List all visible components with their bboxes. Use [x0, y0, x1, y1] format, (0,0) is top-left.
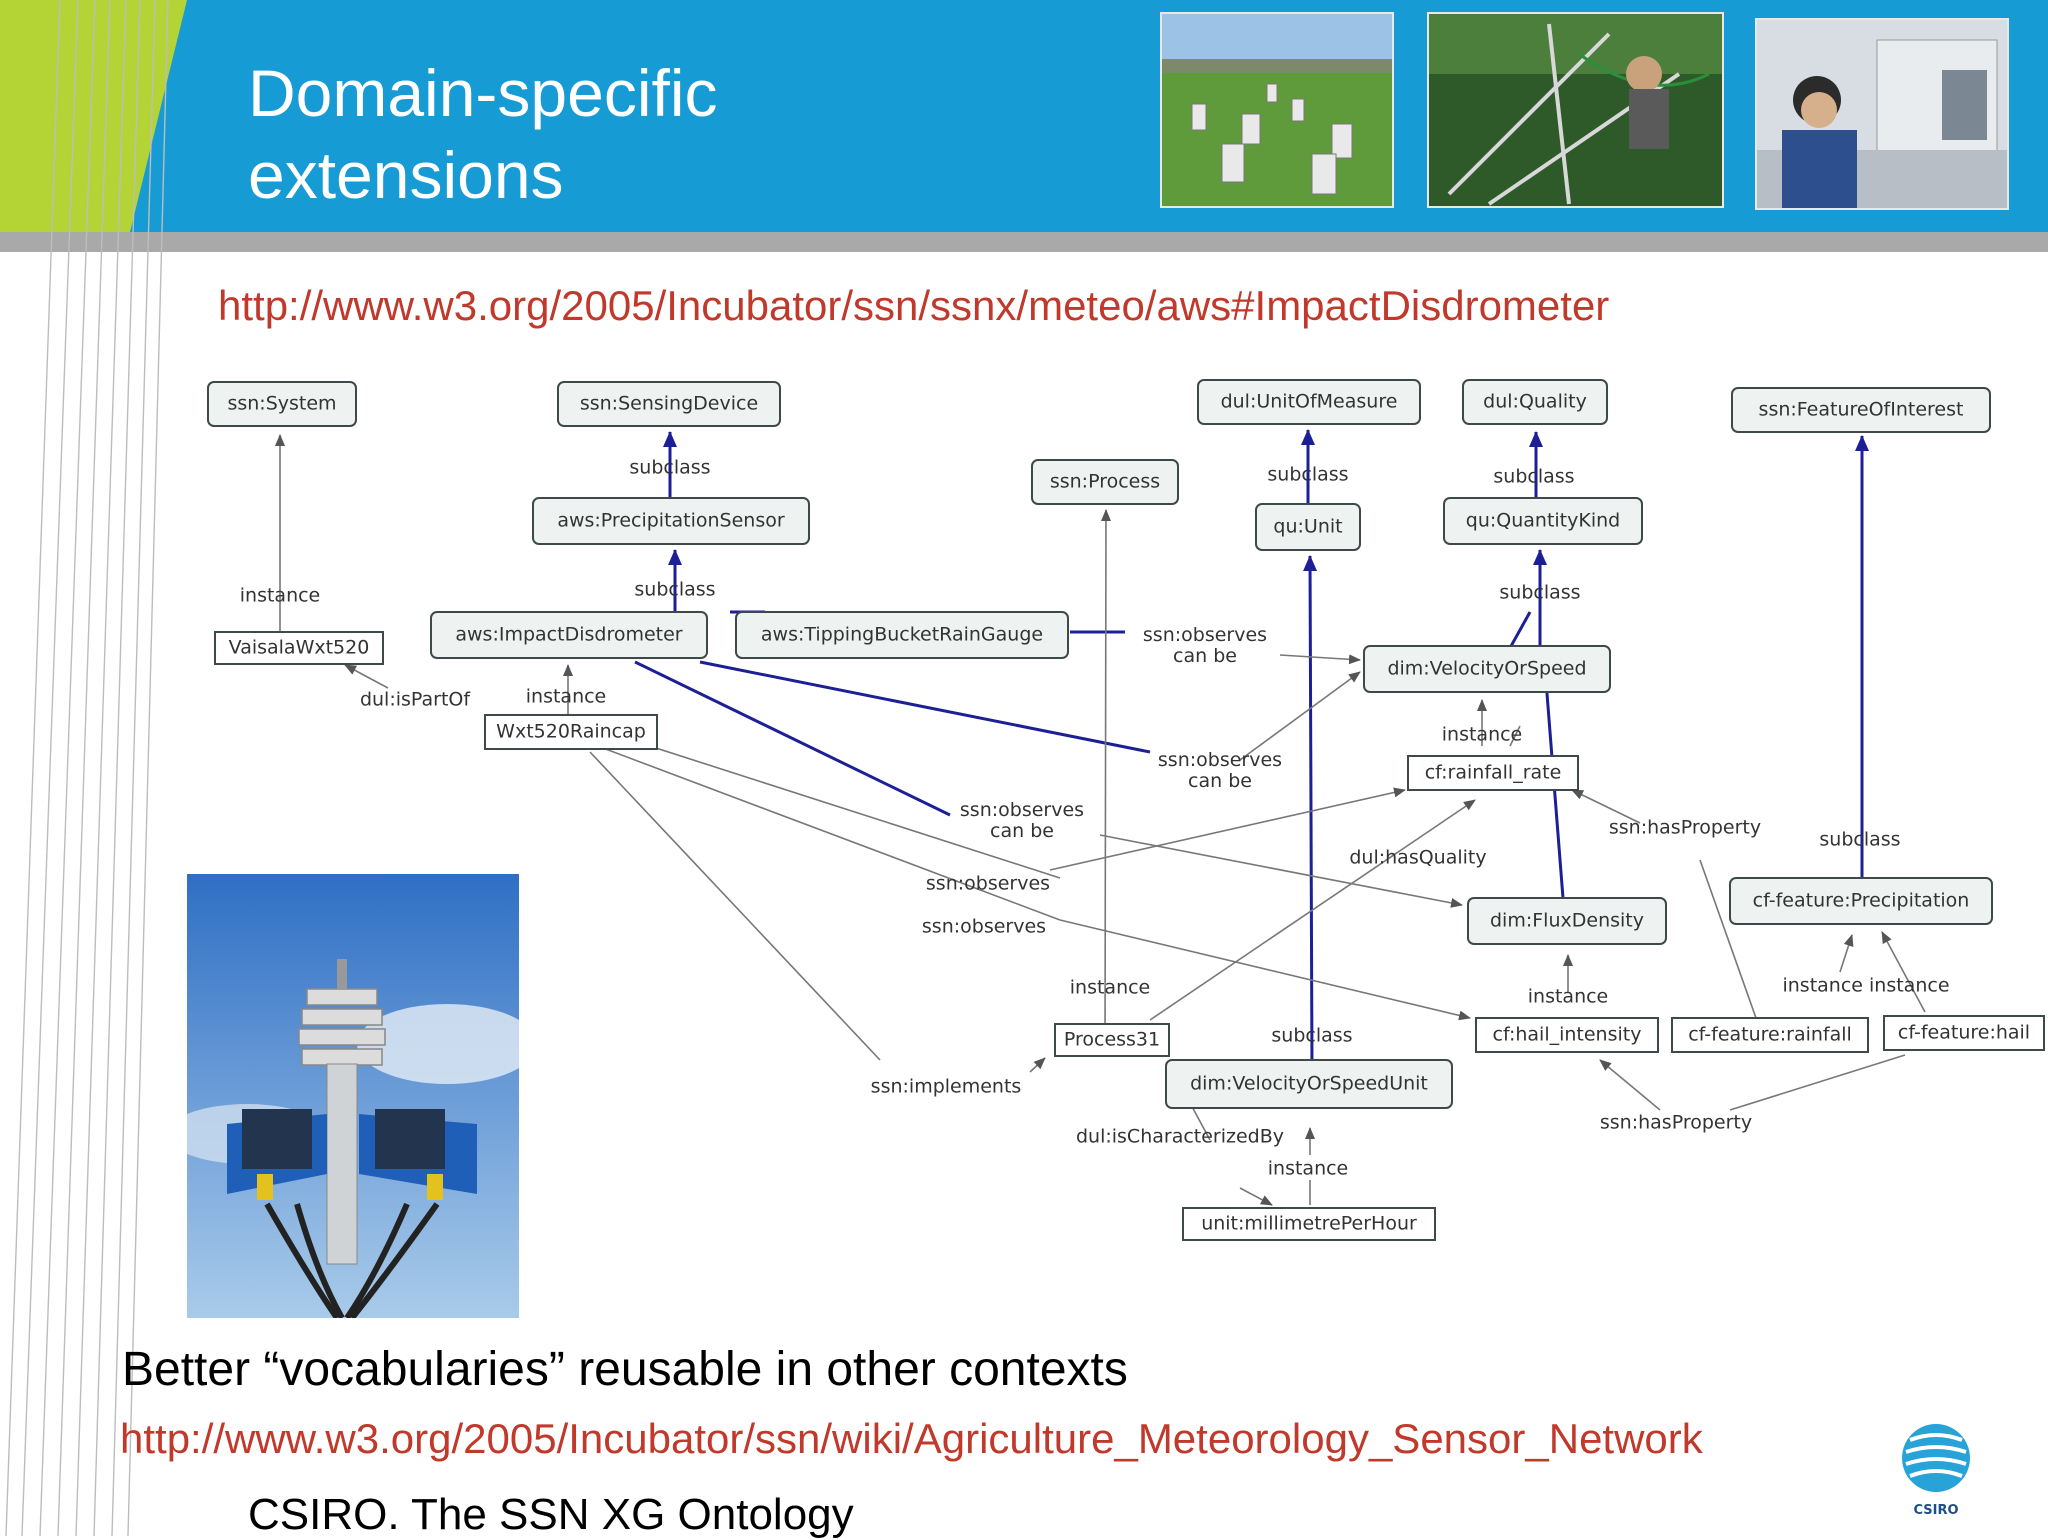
wiki-url-link[interactable]: http://www.w3.org/2005/Incubator/ssn/wik… — [120, 1415, 1703, 1462]
node-tippingbucketraingauge[interactable]: aws:TippingBucketRainGauge — [735, 611, 1069, 659]
node-quality[interactable]: dul:Quality — [1462, 379, 1608, 425]
node-unitofmeasure[interactable]: dul:UnitOfMeasure — [1197, 379, 1421, 425]
svg-text:ssn:Process: ssn:Process — [1050, 471, 1160, 493]
edge-label: subclass — [629, 457, 710, 479]
edge-impact-flux — [634, 660, 951, 817]
node-fluxdensity[interactable]: dim:FluxDensity — [1467, 897, 1667, 945]
svg-text:ssn:System: ssn:System — [227, 393, 336, 415]
node-wxt520raincap[interactable]: Wxt520Raincap — [484, 714, 658, 750]
svg-text:qu:Unit: qu:Unit — [1273, 516, 1342, 538]
svg-text:aws:TippingBucketRainGauge: aws:TippingBucketRainGauge — [761, 624, 1043, 646]
ontology-url-link[interactable]: http://www.w3.org/2005/Incubator/ssn/ssn… — [218, 282, 1610, 329]
node-unit[interactable]: qu:Unit — [1255, 503, 1361, 551]
edge-labels: instance subclass subclass subclass subc… — [240, 457, 1950, 1180]
property-edges — [275, 434, 1926, 1206]
svg-text:aws:PrecipitationSensor: aws:PrecipitationSensor — [557, 510, 785, 532]
svg-text:cf:rainfall_rate: cf:rainfall_rate — [1425, 762, 1562, 784]
edge-unit-velocityunit — [1303, 555, 1318, 1071]
node-process31[interactable]: Process31 — [1054, 1023, 1170, 1057]
decorative-lines — [0, 0, 187, 1536]
svg-text:unit:millimetrePerHour: unit:millimetrePerHour — [1201, 1213, 1417, 1235]
edge-label: dul:isPartOf — [360, 689, 471, 711]
tagline-text: Better “vocabularies” reusable in other … — [122, 1343, 1128, 1396]
edge-label: dul:isCharacterizedBy — [1076, 1126, 1284, 1148]
svg-text:dim:VelocityOrSpeed: dim:VelocityOrSpeed — [1387, 658, 1586, 680]
node-quantitykind[interactable]: qu:QuantityKind — [1443, 497, 1643, 545]
header-divider — [0, 232, 2048, 252]
edge-label: ssn:implements — [871, 1076, 1022, 1098]
csiro-logo-icon: CSIRO — [1902, 1424, 1970, 1518]
edge-label: subclass — [1271, 1025, 1352, 1047]
edge-label: ssn:observes — [926, 873, 1050, 895]
node-millimetreperhour[interactable]: unit:millimetrePerHour — [1182, 1207, 1436, 1241]
svg-text:VaisalaWxt520: VaisalaWxt520 — [229, 637, 370, 659]
node-precipitation[interactable]: cf-feature:Precipitation — [1729, 877, 1993, 925]
edge-label: instance — [240, 585, 321, 607]
svg-text:cf-feature:Precipitation: cf-feature:Precipitation — [1753, 890, 1970, 912]
edge-label: subclass — [1493, 466, 1574, 488]
sensor-installation-photo — [1427, 12, 1724, 208]
node-system[interactable]: ssn:System — [207, 381, 357, 427]
svg-text:aws:ImpactDisdrometer: aws:ImpactDisdrometer — [455, 624, 682, 646]
node-velocityorspeedunit[interactable]: dim:VelocityOrSpeedUnit — [1165, 1059, 1453, 1109]
svg-text:ssn:SensingDevice: ssn:SensingDevice — [580, 393, 758, 415]
edge-label: ssn:hasProperty — [1600, 1112, 1752, 1134]
laboratory-photo — [1755, 18, 2009, 210]
svg-text:dim:FluxDensity: dim:FluxDensity — [1490, 910, 1644, 932]
node-precipitationsensor[interactable]: aws:PrecipitationSensor — [532, 497, 810, 545]
node-rainfallrate[interactable]: cf:rainfall_rate — [1407, 755, 1579, 791]
edge-impact-rainfall — [699, 660, 1151, 754]
svg-text:cf-feature:rainfall: cf-feature:rainfall — [1688, 1024, 1852, 1046]
weather-station-field-photo — [1160, 12, 1394, 208]
title-line-1: Domain-specific — [248, 56, 718, 130]
svg-text:cf:hail_intensity: cf:hail_intensity — [1493, 1024, 1642, 1046]
title-line-2: extensions — [248, 138, 564, 212]
edge-label: instance — [526, 686, 607, 708]
edge-label: ssn:observes — [922, 916, 1046, 938]
svg-text:dul:Quality: dul:Quality — [1483, 391, 1587, 413]
svg-text:dul:UnitOfMeasure: dul:UnitOfMeasure — [1221, 391, 1398, 413]
edge-label: instance — [1268, 1158, 1349, 1180]
edge-label: instance instance — [1782, 975, 1949, 997]
edge-label: instance — [1070, 977, 1151, 999]
svg-text:ssn:FeatureOfInterest: ssn:FeatureOfInterest — [1759, 399, 1964, 421]
disdrometer-sensor-photo — [187, 874, 519, 1318]
node-velocityorspeed[interactable]: dim:VelocityOrSpeed — [1363, 645, 1611, 693]
node-hailintensity[interactable]: cf:hail_intensity — [1475, 1017, 1659, 1053]
svg-text:cf-feature:hail: cf-feature:hail — [1898, 1022, 2030, 1044]
logo-text: CSIRO — [1913, 1503, 1958, 1518]
slide-title: Domain-specific extensions — [248, 52, 968, 216]
node-sensingdevice[interactable]: ssn:SensingDevice — [557, 381, 781, 427]
node-vaisalawxt520[interactable]: VaisalaWxt520 — [214, 631, 384, 665]
node-featurerainfall[interactable]: cf-feature:rainfall — [1671, 1017, 1869, 1053]
svg-text:Process31: Process31 — [1064, 1029, 1160, 1051]
edge-label: subclass — [1267, 464, 1348, 486]
edge-label: subclass — [634, 579, 715, 601]
svg-text:Wxt520Raincap: Wxt520Raincap — [496, 721, 646, 743]
footer-text: CSIRO. The SSN XG Ontology — [248, 1490, 854, 1539]
node-featureofinterest[interactable]: ssn:FeatureOfInterest — [1731, 387, 1991, 433]
edge-label: instance — [1442, 724, 1523, 746]
node-impactdisdrometer[interactable]: aws:ImpactDisdrometer — [430, 611, 708, 659]
edge-label: ssn:hasProperty — [1609, 817, 1761, 839]
edge-velocity-quantitykind-2 — [1508, 611, 1532, 649]
node-featurehail[interactable]: cf-feature:hail — [1883, 1015, 2045, 1051]
svg-text:qu:QuantityKind: qu:QuantityKind — [1466, 510, 1620, 532]
node-process[interactable]: ssn:Process — [1031, 459, 1179, 505]
edge-label: instance — [1528, 986, 1609, 1008]
edge-label: dul:hasQuality — [1349, 847, 1486, 869]
svg-text:dim:VelocityOrSpeedUnit: dim:VelocityOrSpeedUnit — [1190, 1073, 1428, 1095]
edge-label: subclass — [1819, 829, 1900, 851]
edge-label: subclass — [1499, 582, 1580, 604]
